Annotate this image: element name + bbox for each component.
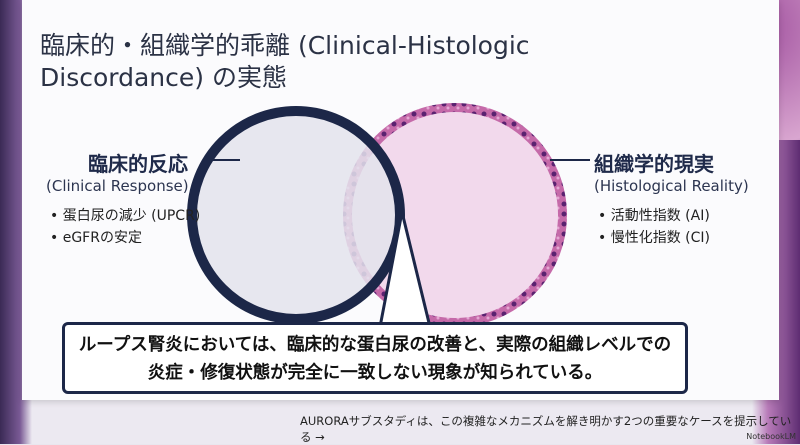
clinical-heading: 臨床的反応 <box>88 152 188 176</box>
histology-heading: 組織学的現実 <box>594 152 714 176</box>
clinical-circle <box>187 106 405 324</box>
clinical-bullets: • 蛋白尿の減少 (UPCR)• eGFRの安定 <box>50 208 201 246</box>
clinical-subtitle: (Clinical Response) <box>46 177 189 195</box>
arrow-right-icon: → <box>315 430 325 444</box>
footer-text: AURORAサブスタディは、この複雑なメカニズムを解き明かす2つの重要なケースを… <box>300 414 792 444</box>
watermark-logo: NotebookLM <box>746 432 796 441</box>
histology-bullets: • 活動性指数 (AI)• 慢性化指数 (CI) <box>598 208 710 246</box>
histology-subtitle: (Histological Reality) <box>594 177 749 195</box>
callout-box: ループス腎炎においては、臨床的な蛋白尿の改善と、実際の組織レベルでの炎症・修復状… <box>62 322 688 394</box>
